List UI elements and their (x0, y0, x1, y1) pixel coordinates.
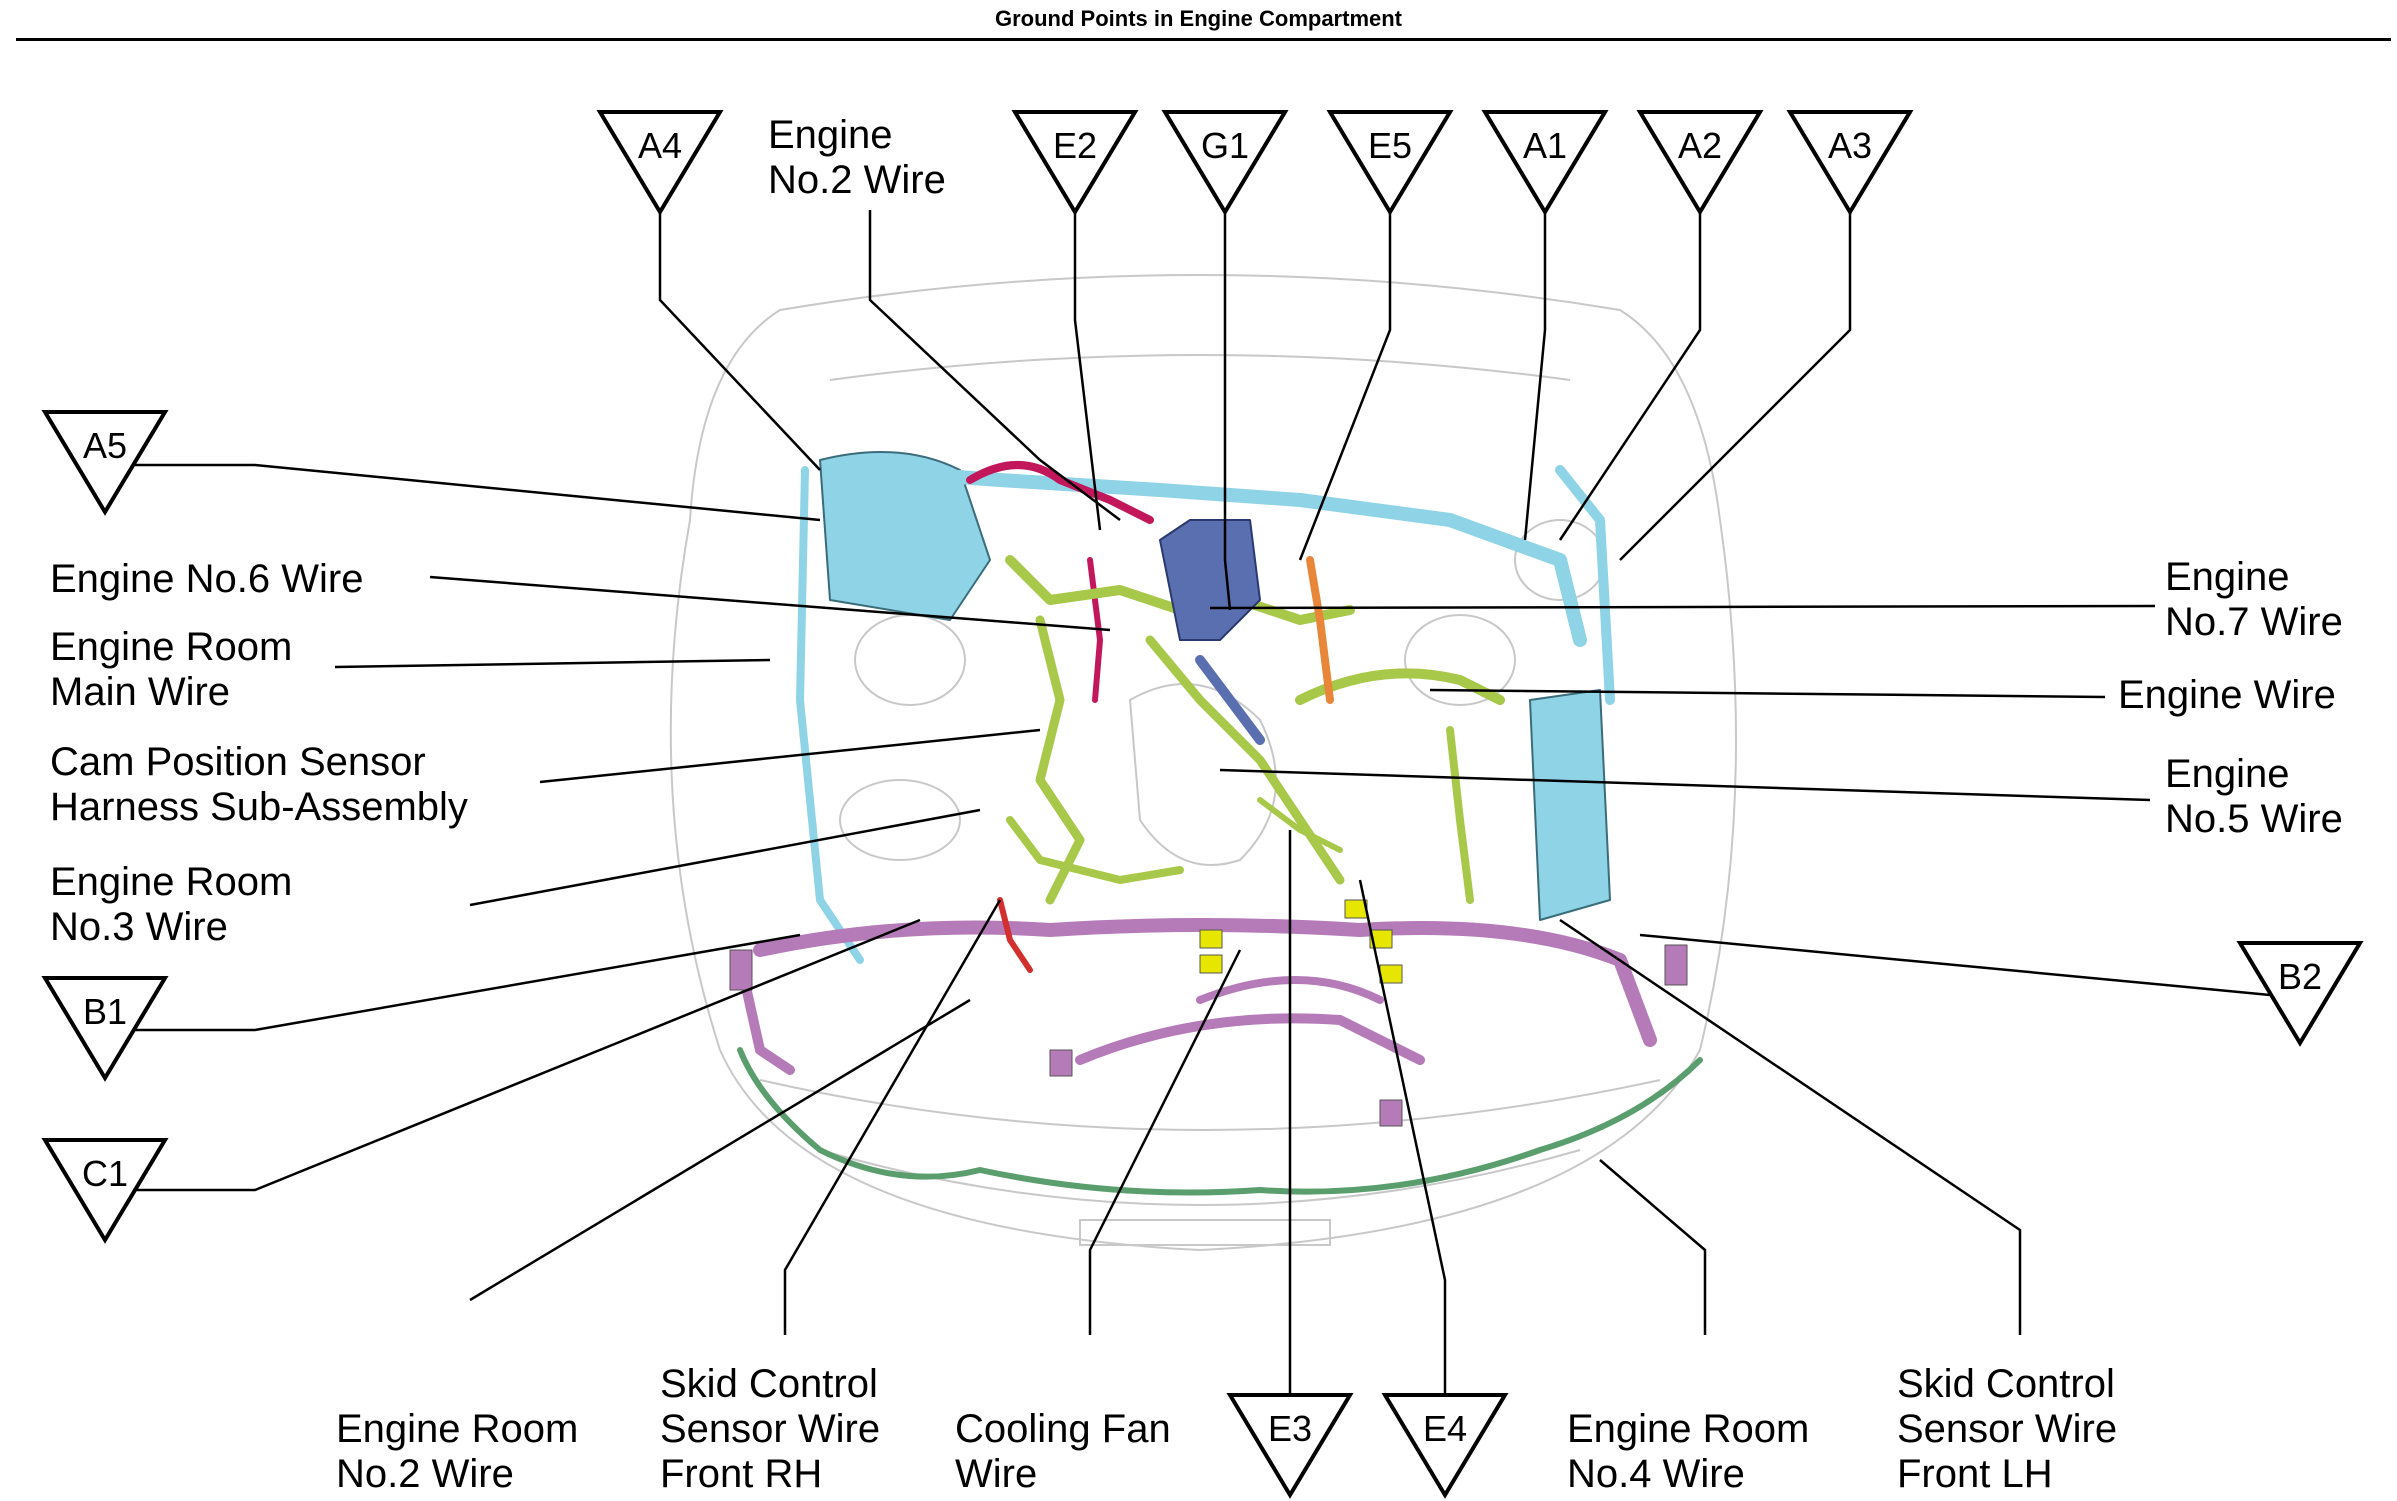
triangle-e4: E4 (1381, 1393, 1509, 1499)
svg-text:Engine Room: Engine Room (50, 625, 292, 669)
svg-text:Front LH: Front LH (1897, 1452, 2053, 1496)
label-engine-no5-wire: Engine No.5 Wire (2165, 752, 2343, 841)
ground-point-b1-label: B1 (83, 991, 127, 1032)
svg-text:Skid Control: Skid Control (1897, 1362, 2115, 1406)
triangle-e3: E3 (1226, 1393, 1354, 1499)
svg-text:Harness Sub-Assembly: Harness Sub-Assembly (50, 785, 468, 829)
label-engine-no6-wire: Engine No.6 Wire (50, 557, 363, 601)
label-skid-control-front-lh: Skid Control Sensor Wire Front LH (1897, 1362, 2117, 1496)
svg-text:Main Wire: Main Wire (50, 670, 230, 714)
ground-point-e4-label: E4 (1423, 1408, 1467, 1449)
ground-point-a1-label: A1 (1523, 125, 1567, 166)
wire-harnesses (729, 451, 1703, 1196)
svg-text:Sensor Wire: Sensor Wire (660, 1407, 880, 1451)
triangle-g1: G1 (1161, 110, 1289, 216)
svg-text:Front RH: Front RH (660, 1452, 822, 1496)
svg-text:Engine Room: Engine Room (1567, 1407, 1809, 1451)
svg-text:Engine No.6 Wire: Engine No.6 Wire (50, 557, 363, 601)
label-engine-room-main-wire: Engine Room Main Wire (50, 625, 292, 714)
ground-point-a5-label: A5 (83, 425, 127, 466)
svg-text:Skid Control: Skid Control (660, 1362, 878, 1406)
svg-text:No.2 Wire: No.2 Wire (768, 158, 946, 202)
ground-point-e3-label: E3 (1268, 1408, 1312, 1449)
ground-point-a3-label: A3 (1828, 125, 1872, 166)
svg-text:Engine: Engine (2165, 752, 2290, 796)
triangle-a1: A1 (1481, 110, 1609, 216)
ground-point-a2-label: A2 (1678, 125, 1722, 166)
svg-text:No.7 Wire: No.7 Wire (2165, 600, 2343, 644)
ground-point-g1-label: G1 (1201, 125, 1249, 166)
svg-text:No.4 Wire: No.4 Wire (1567, 1452, 1745, 1496)
triangle-a2: A2 (1636, 110, 1764, 216)
triangle-e5: E5 (1326, 110, 1454, 216)
label-engine-room-no4-wire: Engine Room No.4 Wire (1567, 1407, 1809, 1496)
svg-text:Engine Room: Engine Room (336, 1407, 578, 1451)
label-engine-wire: Engine Wire (2118, 673, 2336, 717)
svg-text:Engine: Engine (2165, 555, 2290, 599)
triangle-e2: E2 (1011, 110, 1139, 216)
title-rule (16, 38, 2391, 41)
ground-point-e2-label: E2 (1053, 125, 1097, 166)
label-engine-no7-wire: Engine No.7 Wire (2165, 555, 2343, 644)
diagram-title: Ground Points in Engine Compartment (995, 6, 1402, 31)
triangle-b2: B2 (2236, 941, 2364, 1047)
label-cam-position-sensor: Cam Position Sensor Harness Sub-Assembly (50, 740, 468, 829)
svg-text:No.5 Wire: No.5 Wire (2165, 797, 2343, 841)
label-engine-room-no2-wire: Engine Room No.2 Wire (336, 1407, 578, 1496)
label-cooling-fan-wire: Cooling Fan Wire (955, 1407, 1171, 1496)
triangle-a4: A4 (596, 110, 724, 216)
svg-text:Engine Wire: Engine Wire (2118, 673, 2336, 717)
ground-point-a4-label: A4 (638, 125, 682, 166)
label-skid-control-front-rh: Skid Control Sensor Wire Front RH (660, 1362, 880, 1496)
leader-lines (130, 210, 2271, 1395)
triangle-a5: A5 (41, 410, 169, 516)
svg-text:Cam Position Sensor: Cam Position Sensor (50, 740, 426, 784)
triangle-a3: A3 (1786, 110, 1914, 216)
ground-point-e5-label: E5 (1368, 125, 1412, 166)
label-engine-no2-wire: Engine No.2 Wire (768, 113, 946, 202)
svg-text:No.2 Wire: No.2 Wire (336, 1452, 514, 1496)
triangle-c1: C1 (41, 1138, 169, 1244)
svg-text:No.3 Wire: No.3 Wire (50, 905, 228, 949)
svg-text:Engine: Engine (768, 113, 893, 157)
label-engine-room-no3-wire: Engine Room No.3 Wire (50, 860, 292, 949)
svg-text:Engine Room: Engine Room (50, 860, 292, 904)
svg-text:Wire: Wire (955, 1452, 1037, 1496)
ground-point-c1-label: C1 (82, 1153, 128, 1194)
triangle-b1: B1 (41, 976, 169, 1082)
svg-text:Cooling Fan: Cooling Fan (955, 1407, 1171, 1451)
svg-text:Sensor Wire: Sensor Wire (1897, 1407, 2117, 1451)
ground-point-b2-label: B2 (2278, 956, 2322, 997)
